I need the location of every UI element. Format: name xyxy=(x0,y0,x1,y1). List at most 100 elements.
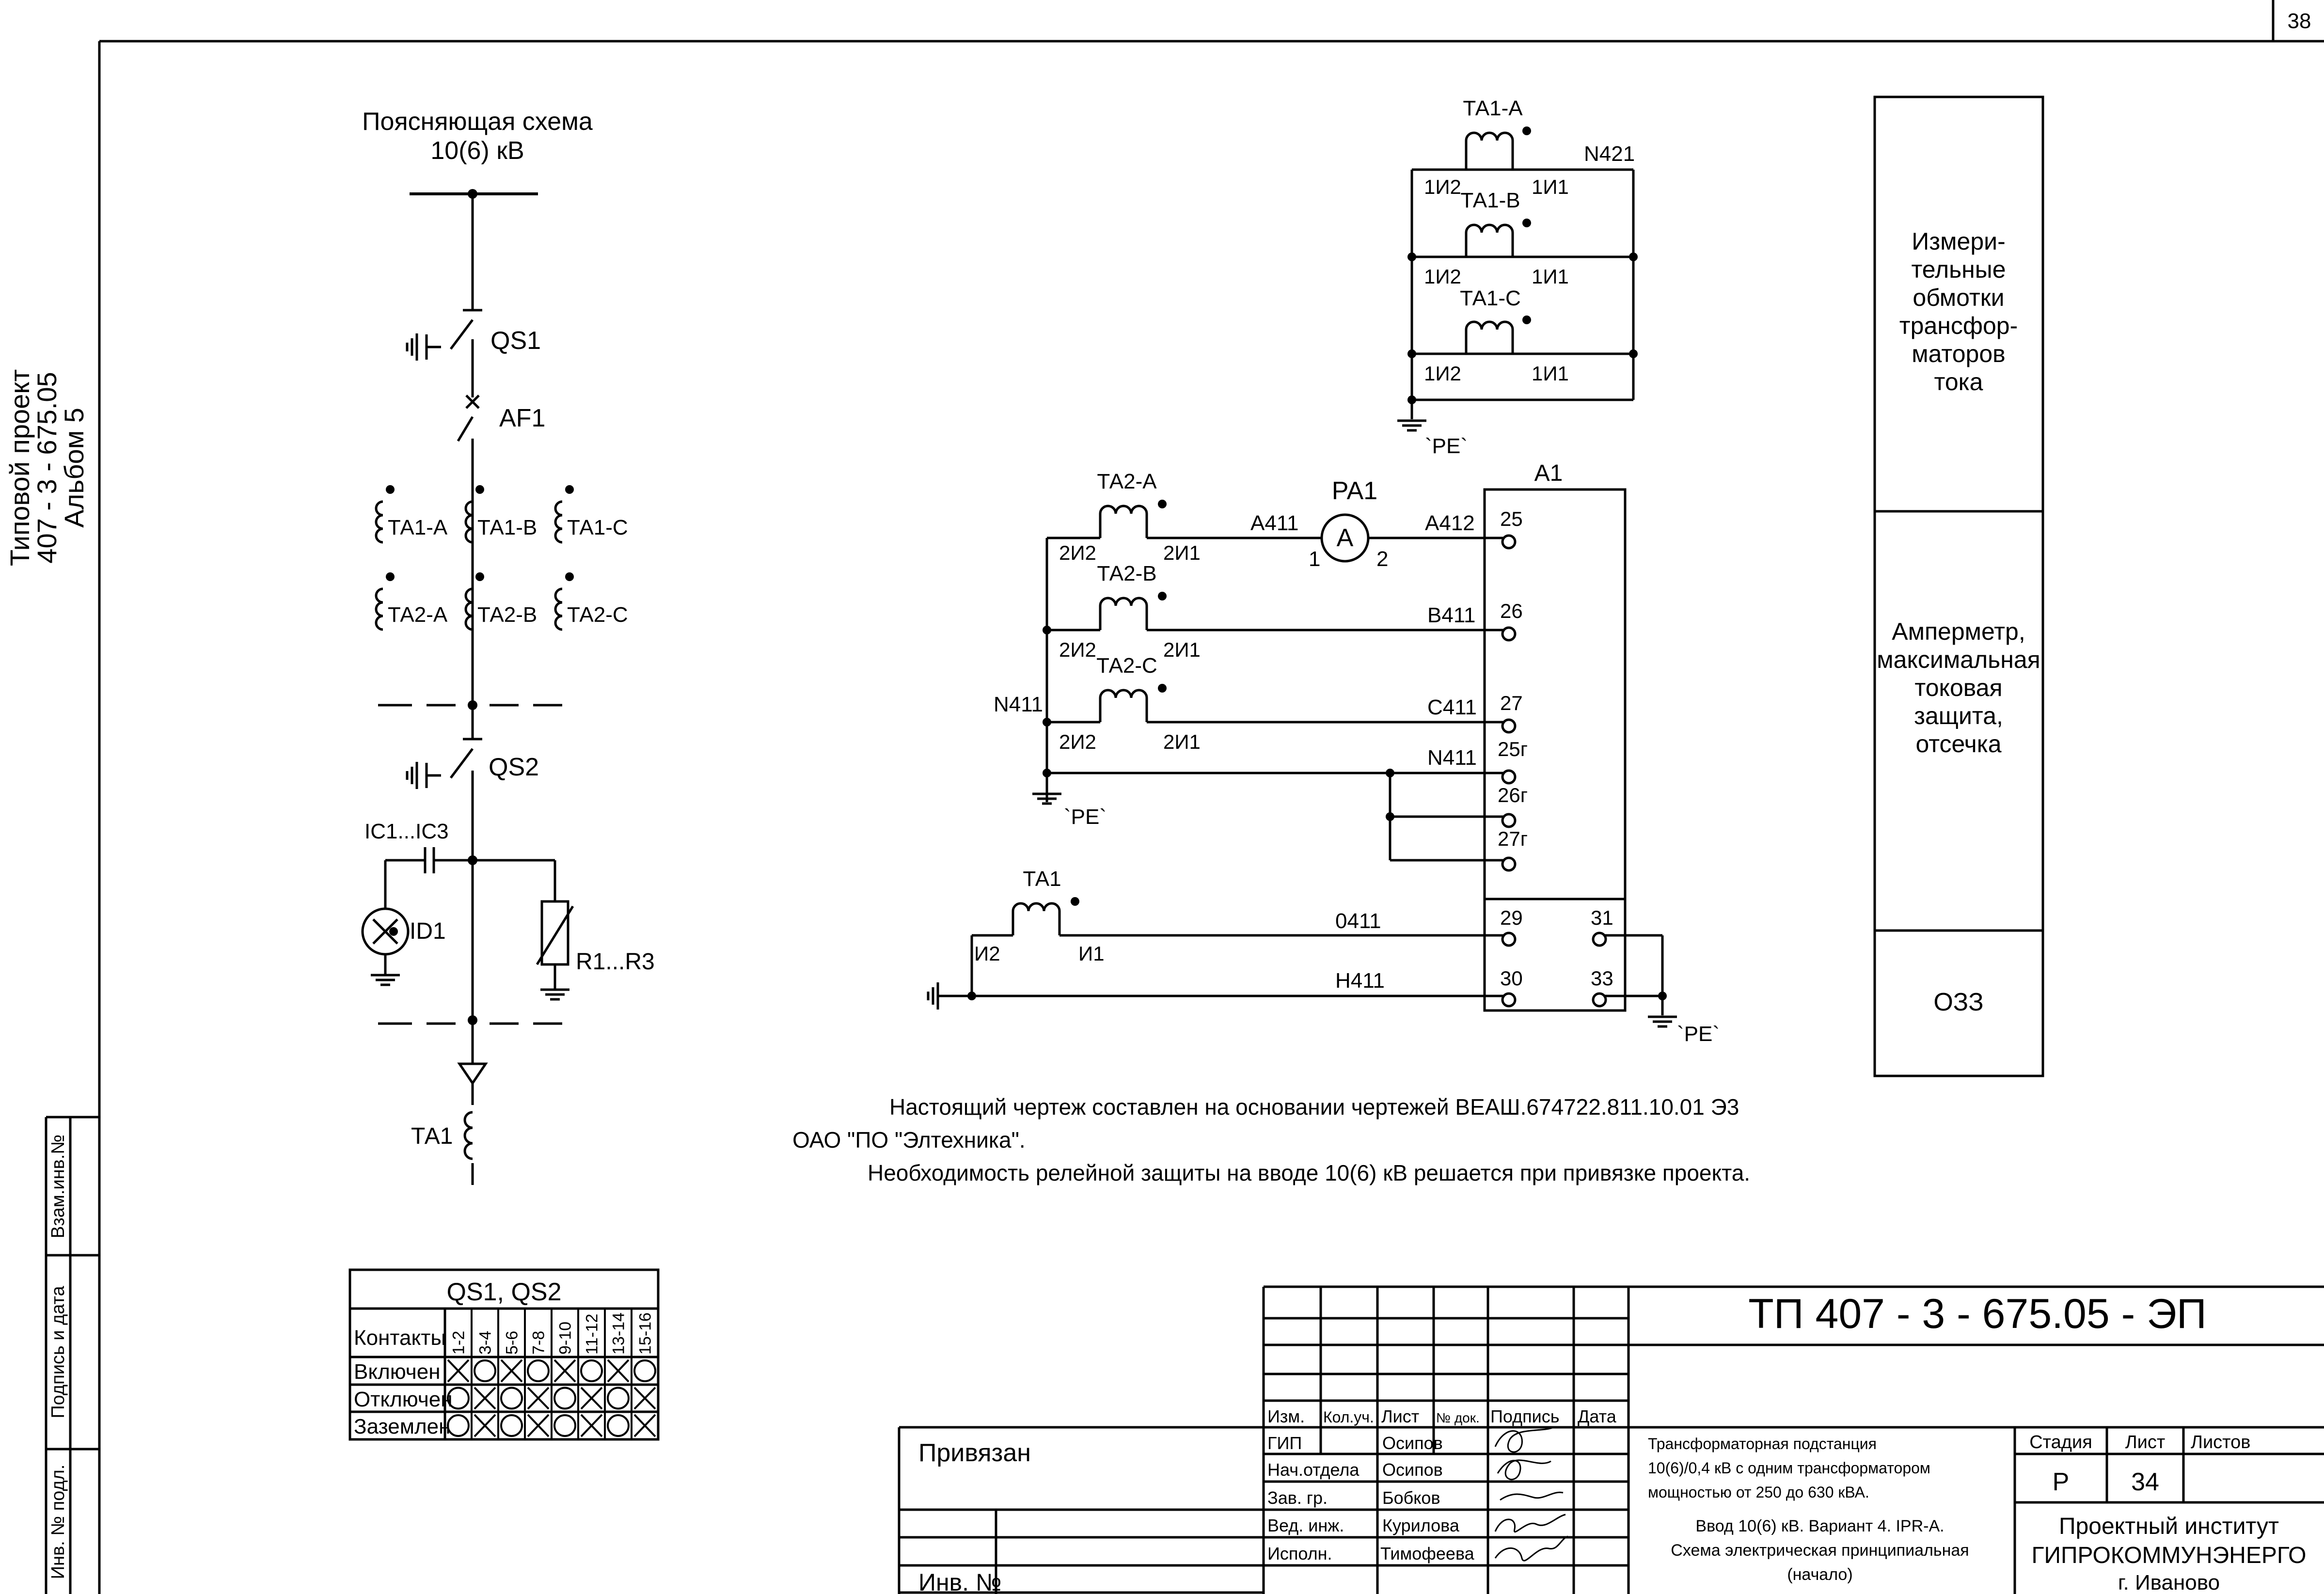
prot-label-ta1: ТА1 xyxy=(1023,867,1061,891)
label-id1: ID1 xyxy=(410,918,446,944)
switch-state-open xyxy=(607,1387,630,1410)
name-2: Бобков xyxy=(1382,1488,1440,1508)
col-header-list: Лист xyxy=(1381,1406,1419,1426)
switch-state-closed xyxy=(447,1359,470,1383)
prot-label-n411-left: N411 xyxy=(994,693,1043,716)
switch-contact-label: 7-8 xyxy=(530,1331,548,1355)
role-2: Зав. гр. xyxy=(1267,1488,1328,1508)
switch-state-open xyxy=(500,1414,523,1437)
box2-line3: защита, xyxy=(1914,702,2003,729)
term-25g: 25г xyxy=(1498,738,1528,760)
name-0: Осипов xyxy=(1382,1433,1443,1453)
term-26: 26 xyxy=(1500,600,1523,622)
box2-line1: максимальная xyxy=(1877,646,2040,673)
sheet-title-line-0: Ввод 10(6) кВ. Вариант 4. IPR-A. xyxy=(1695,1517,1944,1535)
term-27g: 27г xyxy=(1498,827,1528,850)
box1-line3: трансфор- xyxy=(1899,312,2018,339)
label-ta1-b: ТА1-В xyxy=(477,516,537,539)
mct-label-i2-a: 1И2 xyxy=(1424,175,1461,198)
switch-contact-label: 1-2 xyxy=(450,1331,468,1355)
switch-contact-label: 15-16 xyxy=(636,1312,655,1355)
switch-state-closed xyxy=(633,1414,656,1437)
label-ta2-b: ТА2-В xyxy=(477,603,537,627)
box3-label: ОЗЗ xyxy=(1933,988,1983,1016)
signatures xyxy=(1494,1426,1568,1562)
switch-state-closed xyxy=(527,1387,550,1410)
switch-state-closed xyxy=(527,1414,550,1437)
switch-state-closed xyxy=(500,1359,523,1383)
mct-label-i1-c: 1И1 xyxy=(1532,362,1569,385)
prot-label-i1-b: 2И1 xyxy=(1163,638,1201,661)
label-r: R1...R3 xyxy=(576,949,655,975)
label-ic: IC1...IC3 xyxy=(364,820,449,843)
mct-label-pe: `РЕ` xyxy=(1425,434,1468,458)
notes: Настоящий чертеж составлен на основании … xyxy=(792,1094,1750,1185)
prot-label-h411: Н411 xyxy=(1335,969,1385,993)
term-26g: 26г xyxy=(1498,784,1528,806)
prot-label-a1: А1 xyxy=(1534,460,1563,486)
switch-table-title: QS1, QS2 xyxy=(447,1278,562,1306)
col-header-koluch: Кол.уч. xyxy=(1323,1408,1374,1426)
sheet-value: 34 xyxy=(2131,1468,2159,1496)
switch-contact-label: 13-14 xyxy=(610,1312,628,1355)
switch-contact-label: 11-12 xyxy=(583,1314,601,1355)
switch-state-closed xyxy=(474,1387,496,1410)
label-ta1-a: ТА1-А xyxy=(388,516,448,539)
sheet-title-line-1: Схема электрическая принципиальная xyxy=(1671,1541,1969,1560)
frame xyxy=(98,0,2324,1594)
role-4: Исполн. xyxy=(1267,1544,1332,1563)
prot-label-n411: N411 xyxy=(1427,746,1477,770)
switch-state-closed xyxy=(580,1414,603,1437)
explanatory-voltage: 10(6) кВ xyxy=(430,137,524,165)
prot-label-0411: 0411 xyxy=(1335,909,1381,933)
prot-label-pe-right: `РЕ` xyxy=(1677,1022,1720,1046)
prot-label-a411: А411 xyxy=(1250,511,1299,535)
function-panel-box1: Измери- тельные обмотки трансфор- маторо… xyxy=(1899,228,2018,395)
side-stamp-line1: Типовой проект xyxy=(4,369,35,566)
privyazan-label: Привязан xyxy=(918,1439,1031,1467)
side-field-inv: Инв. № подл. xyxy=(48,1465,68,1579)
box2-line4: отсечка xyxy=(1915,730,2001,758)
term-25: 25 xyxy=(1500,507,1523,530)
switch-contact-label: 9-10 xyxy=(556,1322,575,1355)
protection-circuit: ТА2-А ТА2-В ТА2-С 2И2 2И1 2И2 2И1 2И2 2И… xyxy=(928,460,1720,1046)
switch-row-label-0: Включен xyxy=(354,1360,441,1384)
switch-row-label-2: Заземлен xyxy=(354,1415,450,1438)
prot-label-b411: В411 xyxy=(1427,603,1476,627)
box1-line1: тельные xyxy=(1911,256,2006,283)
switch-state-closed xyxy=(474,1414,496,1437)
prot-label-ta2-c: ТА2-С xyxy=(1096,654,1157,678)
mct-label-i2-c: 1И2 xyxy=(1424,362,1461,385)
object-line-0: Трансформаторная подстанция xyxy=(1648,1435,1877,1452)
prot-label-pe-left: `РЕ` xyxy=(1064,805,1107,829)
switch-row-label-1: Отключен xyxy=(354,1388,453,1411)
inv-label: Инв. № xyxy=(918,1569,1002,1594)
side-field-podpis: Подпись и дата xyxy=(48,1285,68,1418)
side-stamp-line2: 407 - 3 - 675.05 xyxy=(32,372,62,563)
switch-state-open xyxy=(580,1359,603,1382)
switch-state-open xyxy=(527,1359,550,1382)
note-line3: Необходимость релейной защиты на вводе 1… xyxy=(868,1160,1750,1185)
label-qs1: QS1 xyxy=(490,327,541,355)
term-30: 30 xyxy=(1500,967,1523,990)
switch-state-open xyxy=(474,1359,496,1382)
name-1: Осипов xyxy=(1382,1460,1443,1480)
term-27: 27 xyxy=(1500,692,1523,714)
prot-label-i1-a: 2И1 xyxy=(1163,541,1201,564)
col-header-ndok: № док. xyxy=(1436,1410,1480,1425)
sheet-label: Лист xyxy=(2125,1432,2166,1452)
switch-state-open xyxy=(553,1387,576,1410)
label-ta2-a: ТА2-А xyxy=(388,603,448,627)
stage-label: Стадия xyxy=(2029,1432,2092,1452)
sheet-number: 38 xyxy=(2288,9,2311,33)
role-0: ГИП xyxy=(1267,1433,1302,1453)
box1-line5: тока xyxy=(1934,368,1983,395)
mct-label-ta-c: ТА1-С xyxy=(1460,286,1521,310)
switch-contact-label: 3-4 xyxy=(476,1331,495,1355)
explanatory-scheme: Поясняющая схема 10(6) кВ xyxy=(361,108,655,1185)
stage-value: Р xyxy=(2053,1468,2070,1496)
mct-label-i1-b: 1И1 xyxy=(1532,265,1569,288)
prot-label-pa1-symbol: A xyxy=(1337,524,1354,552)
